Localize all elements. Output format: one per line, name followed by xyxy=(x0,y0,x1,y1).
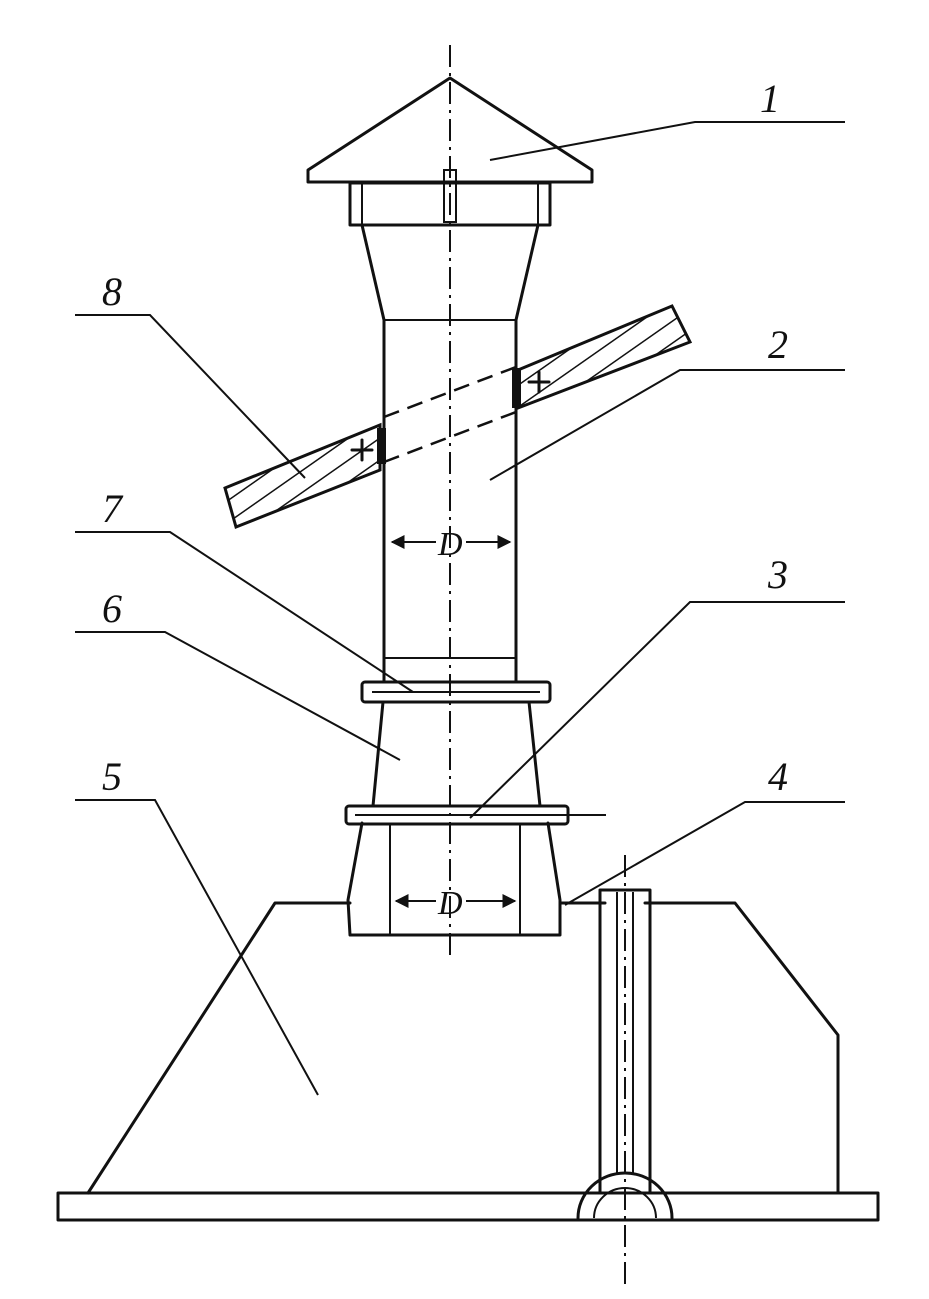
lower-adapter xyxy=(346,821,562,937)
housing-hood xyxy=(86,901,840,1195)
label-5: 5 xyxy=(102,754,122,799)
sensor-tube xyxy=(576,855,674,1290)
leader-lines xyxy=(75,121,845,1096)
roof-section xyxy=(223,304,693,530)
label-8: 8 xyxy=(102,269,122,314)
middle-cone xyxy=(371,700,542,808)
label-4: 4 xyxy=(768,754,788,799)
label-7: 7 xyxy=(102,486,124,531)
upper-flange xyxy=(360,680,552,704)
label-6: 6 xyxy=(102,586,122,631)
label-2: 2 xyxy=(768,322,788,367)
dimension-upper: D xyxy=(390,526,512,563)
label-1: 1 xyxy=(760,76,780,121)
lower-flange xyxy=(344,804,606,826)
label-3: 3 xyxy=(767,552,788,597)
dimension-lower: D xyxy=(394,885,517,922)
dimension-lower-text: D xyxy=(437,885,463,922)
dimension-upper-text: D xyxy=(437,526,463,563)
base-plate xyxy=(56,1191,880,1222)
cap xyxy=(306,76,594,184)
